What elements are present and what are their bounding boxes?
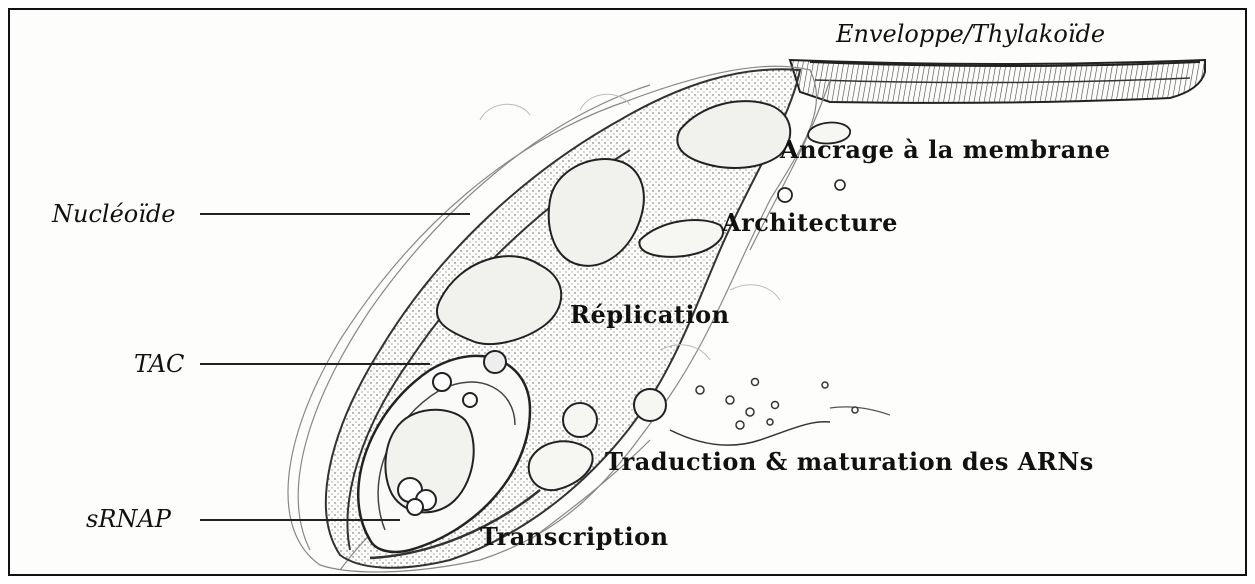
label-nucleoid: Nucléoïde (52, 200, 175, 228)
label-transcription: Transcription (480, 522, 669, 551)
label-envelope: Enveloppe/Thylakoïde (836, 20, 1105, 48)
nucleoid-illustration (10, 10, 1245, 574)
figure-frame: Enveloppe/Thylakoïde Ancrage à la membra… (8, 8, 1247, 576)
nucleoid-leader (200, 213, 470, 215)
membrane-band (790, 60, 1205, 103)
label-anchoring: Ancrage à la membrane (780, 135, 1110, 164)
label-replication: Réplication (570, 300, 730, 329)
srnap-leader (200, 519, 400, 521)
label-architecture: Architecture (722, 208, 898, 237)
scattered-vesicles (696, 379, 858, 430)
label-tac: TAC (134, 350, 184, 378)
tac-leader (200, 363, 430, 365)
label-translation: Traduction & maturation des ARNs (605, 447, 1094, 476)
label-srnap: sRNAP (86, 505, 171, 533)
